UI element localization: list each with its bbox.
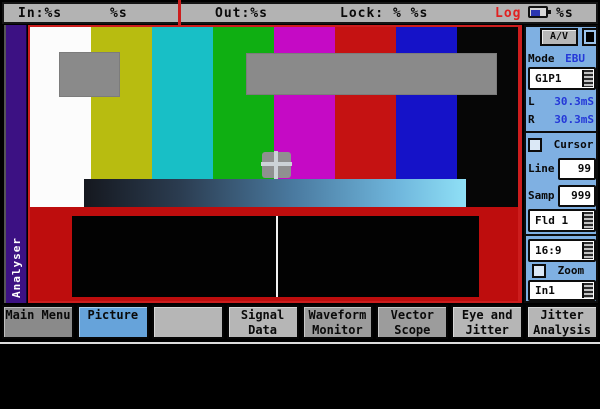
black-window	[72, 216, 479, 297]
input-select-value: In1	[535, 284, 555, 297]
control-panel: A/V Mode EBU G1P1 L 30.3mS R 30.3mS Curs…	[524, 25, 598, 303]
right-delay-value: 30.3mS	[554, 113, 594, 126]
menu-eye-and-jitter[interactable]: Eye and Jitter	[451, 305, 524, 339]
cursor-label: Cursor	[553, 138, 594, 151]
left-delay-row: L 30.3mS	[528, 95, 594, 108]
function-menu: Main Menu Picture Signal Data Waveform M…	[2, 305, 598, 339]
aspect-select[interactable]: 16:9	[528, 239, 596, 262]
analyser-tab-label: Analyser	[9, 237, 23, 298]
center-cross-marker	[261, 151, 292, 179]
zoom-checkbox[interactable]	[532, 264, 546, 278]
in-value: %s	[110, 6, 128, 21]
picture-display	[28, 25, 522, 303]
menu-main-menu[interactable]: Main Menu	[2, 305, 74, 339]
menu-blank[interactable]	[151, 305, 224, 339]
log-status: Log	[495, 6, 522, 21]
spinner-icon[interactable]	[582, 283, 593, 298]
mode-value: EBU	[565, 52, 585, 65]
field-select[interactable]: Fld 1	[528, 209, 596, 232]
out-label: Out:%s	[215, 6, 268, 21]
zoom-row: Zoom	[532, 264, 584, 278]
luma-gradient-bar	[84, 179, 466, 207]
spinner-icon[interactable]	[582, 242, 593, 259]
menu-waveform-monitor[interactable]: Waveform Monitor	[301, 305, 374, 339]
display-toggle-button[interactable]	[582, 28, 598, 46]
battery-fill	[531, 10, 540, 16]
menu-picture[interactable]: Picture	[76, 305, 149, 339]
spinner-icon[interactable]	[582, 212, 593, 229]
panel-divider	[526, 234, 596, 236]
pattern-select[interactable]: G1P1	[528, 67, 596, 90]
menu-jitter-analysis[interactable]: Jitter Analysis	[526, 305, 598, 339]
input-select[interactable]: In1	[528, 280, 596, 301]
menu-signal-data[interactable]: Signal Data	[226, 305, 299, 339]
samp-input[interactable]: 999	[558, 185, 596, 207]
battery-icon	[528, 6, 551, 18]
bar-cyan	[152, 27, 213, 207]
right-delay-row: R 30.3mS	[528, 113, 594, 126]
menu-vector-scope[interactable]: Vector Scope	[376, 305, 449, 339]
left-delay-label: L	[528, 95, 535, 108]
pattern-select-value: G1P1	[535, 72, 562, 85]
overlay-rect-left	[59, 52, 120, 97]
samp-label: Samp	[528, 189, 555, 202]
status-bar-divider	[178, 0, 181, 25]
cursor-checkbox[interactable]	[528, 138, 542, 152]
line-label: Line	[528, 162, 555, 175]
cursor-row: Cursor	[528, 138, 593, 152]
in-label: In:%s	[18, 6, 63, 21]
field-select-value: Fld 1	[535, 214, 569, 227]
line-input[interactable]: 99	[558, 158, 596, 180]
zoom-label: Zoom	[557, 264, 585, 277]
left-delay-value: 30.3mS	[554, 95, 594, 108]
overlay-rect-right	[246, 53, 497, 95]
av-button[interactable]: A/V	[540, 28, 578, 46]
battery-value: %s	[556, 6, 574, 21]
white-needle-line	[276, 216, 278, 297]
mode-row: Mode EBU	[528, 52, 585, 65]
panel-divider	[526, 131, 596, 133]
status-bar: In:%s %s Out:%s Lock: % %s Log %s	[2, 2, 598, 24]
analyser-tab[interactable]: Analyser	[4, 25, 27, 303]
battery-nub	[548, 10, 551, 14]
line-row: Line 99	[528, 158, 596, 180]
right-delay-label: R	[528, 113, 535, 126]
lock-status: Lock: % %s	[340, 6, 429, 21]
aspect-select-value: 16:9	[535, 244, 562, 257]
cross-vertical-arm	[274, 151, 278, 179]
samp-row: Samp 999	[528, 185, 596, 207]
mode-label: Mode	[528, 52, 555, 65]
screen-bottom-edge	[0, 342, 600, 344]
spinner-icon[interactable]	[582, 70, 593, 87]
red-field	[30, 207, 518, 301]
